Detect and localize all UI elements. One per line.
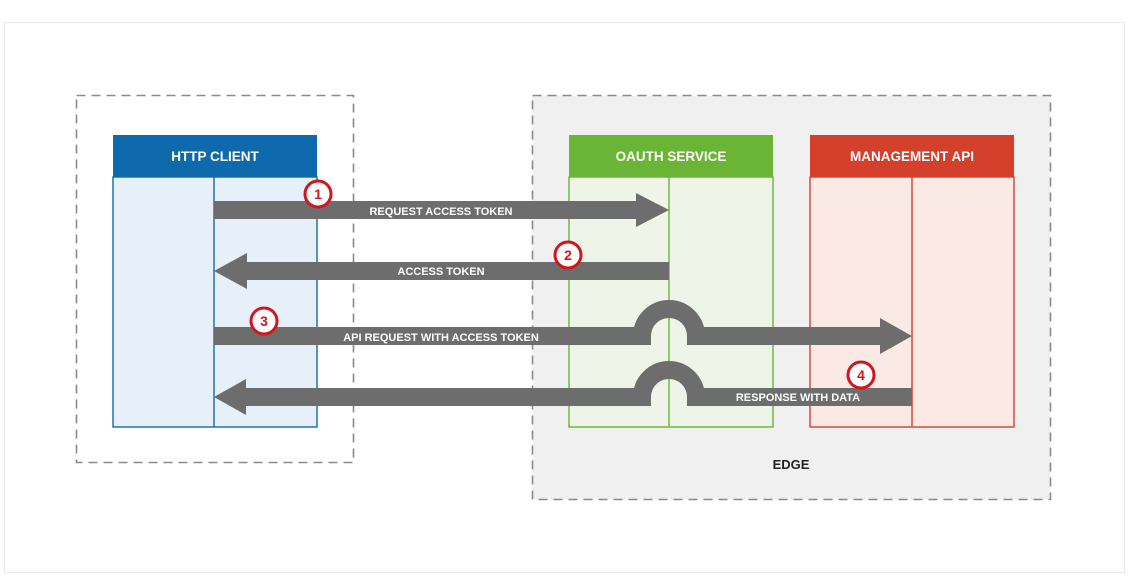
arrow-3-shaft — [214, 300, 882, 345]
arrow-3-head — [880, 318, 912, 354]
step-badge-3-circle — [249, 306, 279, 336]
step-badge-1-circle — [303, 179, 333, 209]
arrow-4-head — [214, 379, 246, 415]
step-badge-4-circle — [846, 360, 876, 390]
http-client-panel: HTTP CLIENT — [112, 135, 318, 428]
arrow-response-with-data: RESPONSE WITH DATA — [214, 361, 912, 415]
arrow-2-shape — [214, 253, 669, 289]
client-boundary — [75, 94, 355, 464]
arrow-access-token: ACCESS TOKEN — [214, 253, 669, 289]
step-badge-3-number: 3 — [260, 313, 268, 329]
management-api-title: MANAGEMENT API — [850, 149, 974, 164]
http-client-header — [113, 135, 317, 177]
oauth-service-header — [569, 135, 773, 177]
arrow-4-label: RESPONSE WITH DATA — [736, 392, 860, 404]
step-badge-4-number: 4 — [857, 367, 865, 383]
management-api-header — [810, 135, 1014, 177]
arrow-3-label: API REQUEST WITH ACCESS TOKEN — [343, 332, 539, 344]
http-client-title: HTTP CLIENT — [171, 149, 259, 164]
management-api-panel: MANAGEMENT API — [809, 135, 1015, 428]
step-badge-3: 3 — [249, 306, 279, 336]
arrow-2-label: ACCESS TOKEN — [397, 266, 484, 278]
step-badge-1: 1 — [303, 179, 333, 209]
step-badge-2-circle — [553, 240, 583, 270]
arrow-1-label: REQUEST ACCESS TOKEN — [369, 206, 512, 218]
oauth-service-panel: OAUTH SERVICE — [568, 135, 774, 428]
edge-label: EDGE — [773, 457, 810, 472]
step-badge-2: 2 — [553, 240, 583, 270]
step-badge-2-number: 2 — [564, 247, 572, 263]
step-badge-4: 4 — [846, 360, 876, 390]
oauth-service-title: OAUTH SERVICE — [616, 149, 727, 164]
arrow-api-request: API REQUEST WITH ACCESS TOKEN — [214, 300, 912, 354]
arrow-4-shaft — [244, 361, 912, 406]
step-badge-1-number: 1 — [314, 186, 322, 202]
